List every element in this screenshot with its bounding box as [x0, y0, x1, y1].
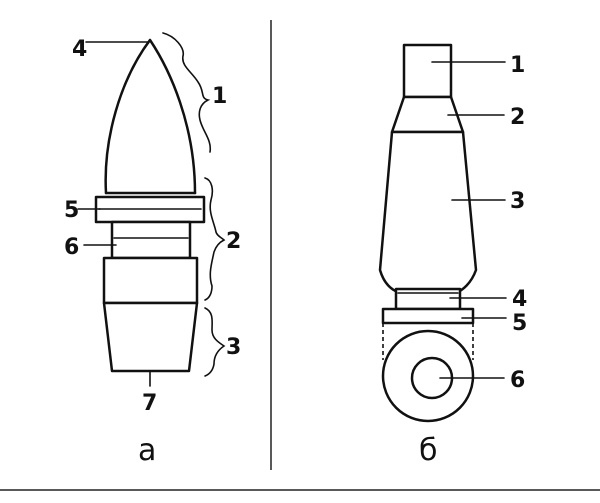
- panel-a-body-cylinder: [102, 256, 199, 305]
- panel-b-main-body: [378, 130, 478, 294]
- panel-b-neck: [394, 287, 462, 311]
- panel-b-flange: [381, 307, 475, 325]
- panel-a: 4 1 5 2 6 3 7 а: [64, 32, 241, 468]
- panel-b-label-3: 3: [510, 189, 525, 214]
- panel-a-label-2: 2: [226, 229, 241, 254]
- panel-a-label-7: 7: [142, 391, 157, 416]
- panel-a-tapered-base: [102, 301, 199, 373]
- panel-b-label-6: 6: [510, 368, 525, 393]
- panel-b: 1 2 3 4 5 6 б: [378, 43, 527, 468]
- panel-b-label-2: 2: [510, 105, 525, 130]
- panel-a-neck: [110, 220, 192, 260]
- panel-a-label-1: 1: [212, 84, 227, 109]
- panel-b-label-5: 5: [512, 311, 527, 336]
- panel-b-caption: б: [419, 433, 438, 468]
- panel-a-ogive-tip: [104, 38, 197, 195]
- panel-a-label-5: 5: [64, 198, 79, 223]
- panel-a-label-3: 3: [226, 335, 241, 360]
- panel-a-caption: а: [138, 433, 156, 468]
- panel-b-top-cylinder: [402, 43, 453, 99]
- panel-a-brace-1: [162, 32, 212, 153]
- panel-a-brace-2: [204, 177, 226, 301]
- panel-b-label-4: 4: [512, 287, 527, 312]
- panel-a-label-4: 4: [72, 37, 87, 62]
- panel-b-label-1: 1: [510, 53, 525, 78]
- panel-a-label-6: 6: [64, 235, 79, 260]
- panel-a-brace-3: [204, 307, 226, 377]
